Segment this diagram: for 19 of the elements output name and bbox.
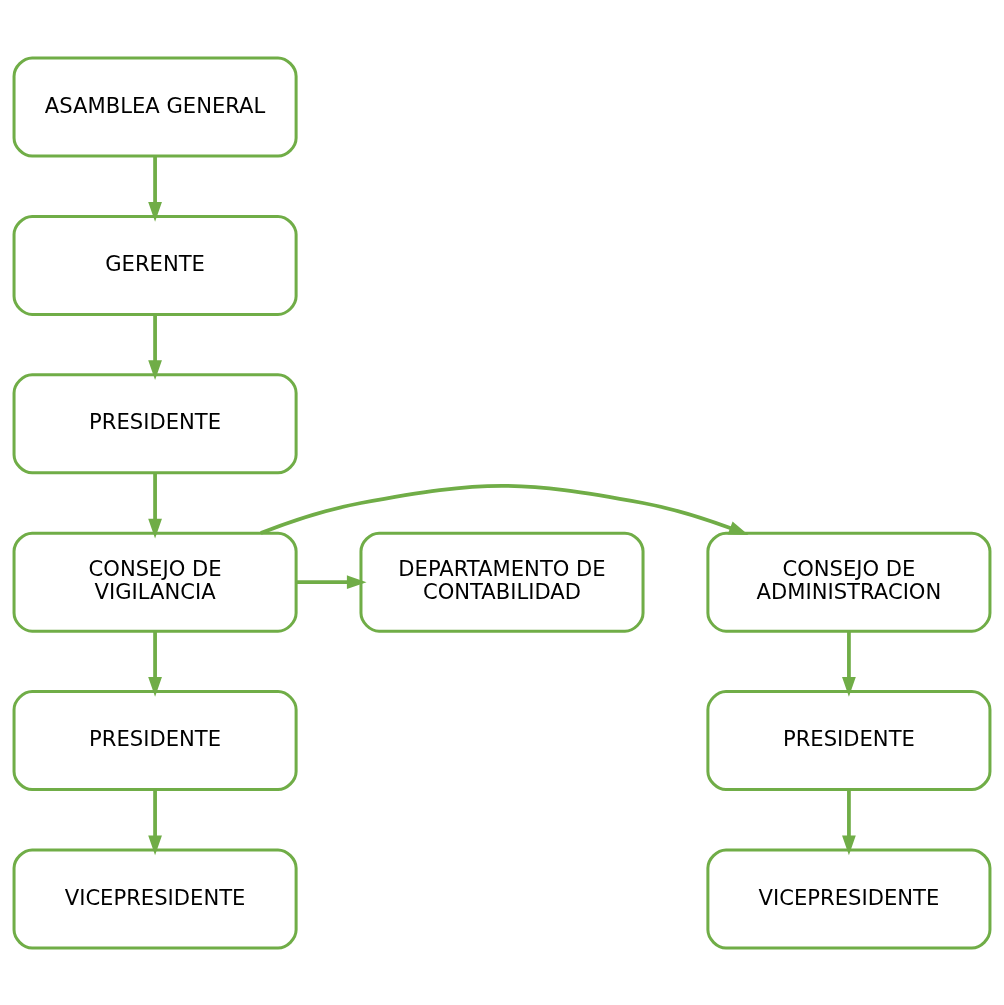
node-box: ASAMBLEA GENERAL <box>12 56 298 158</box>
arrow <box>148 472 162 538</box>
node-box: PRESIDENTE <box>706 689 992 791</box>
arrow <box>148 155 162 222</box>
arrow <box>148 789 162 855</box>
node-box: GERENTE <box>12 214 298 316</box>
node-box: VICEPRESIDENTE <box>706 847 992 949</box>
arrow <box>842 789 856 855</box>
node-box: DEPARTAMENTO DE CONTABILIDAD <box>359 531 645 633</box>
node-box: VICEPRESIDENTE <box>12 847 298 949</box>
arrow <box>148 314 162 380</box>
arrow <box>842 631 856 697</box>
arrow <box>148 631 162 697</box>
node-box: CONSEJO DE ADMINISTRACION <box>706 531 992 633</box>
arrow <box>296 574 367 589</box>
node-box: PRESIDENTE <box>12 689 298 791</box>
node-box: PRESIDENTE <box>12 372 298 474</box>
node-box: CONSEJO DE VIGILANCIA <box>12 531 298 633</box>
arrow <box>260 483 749 535</box>
